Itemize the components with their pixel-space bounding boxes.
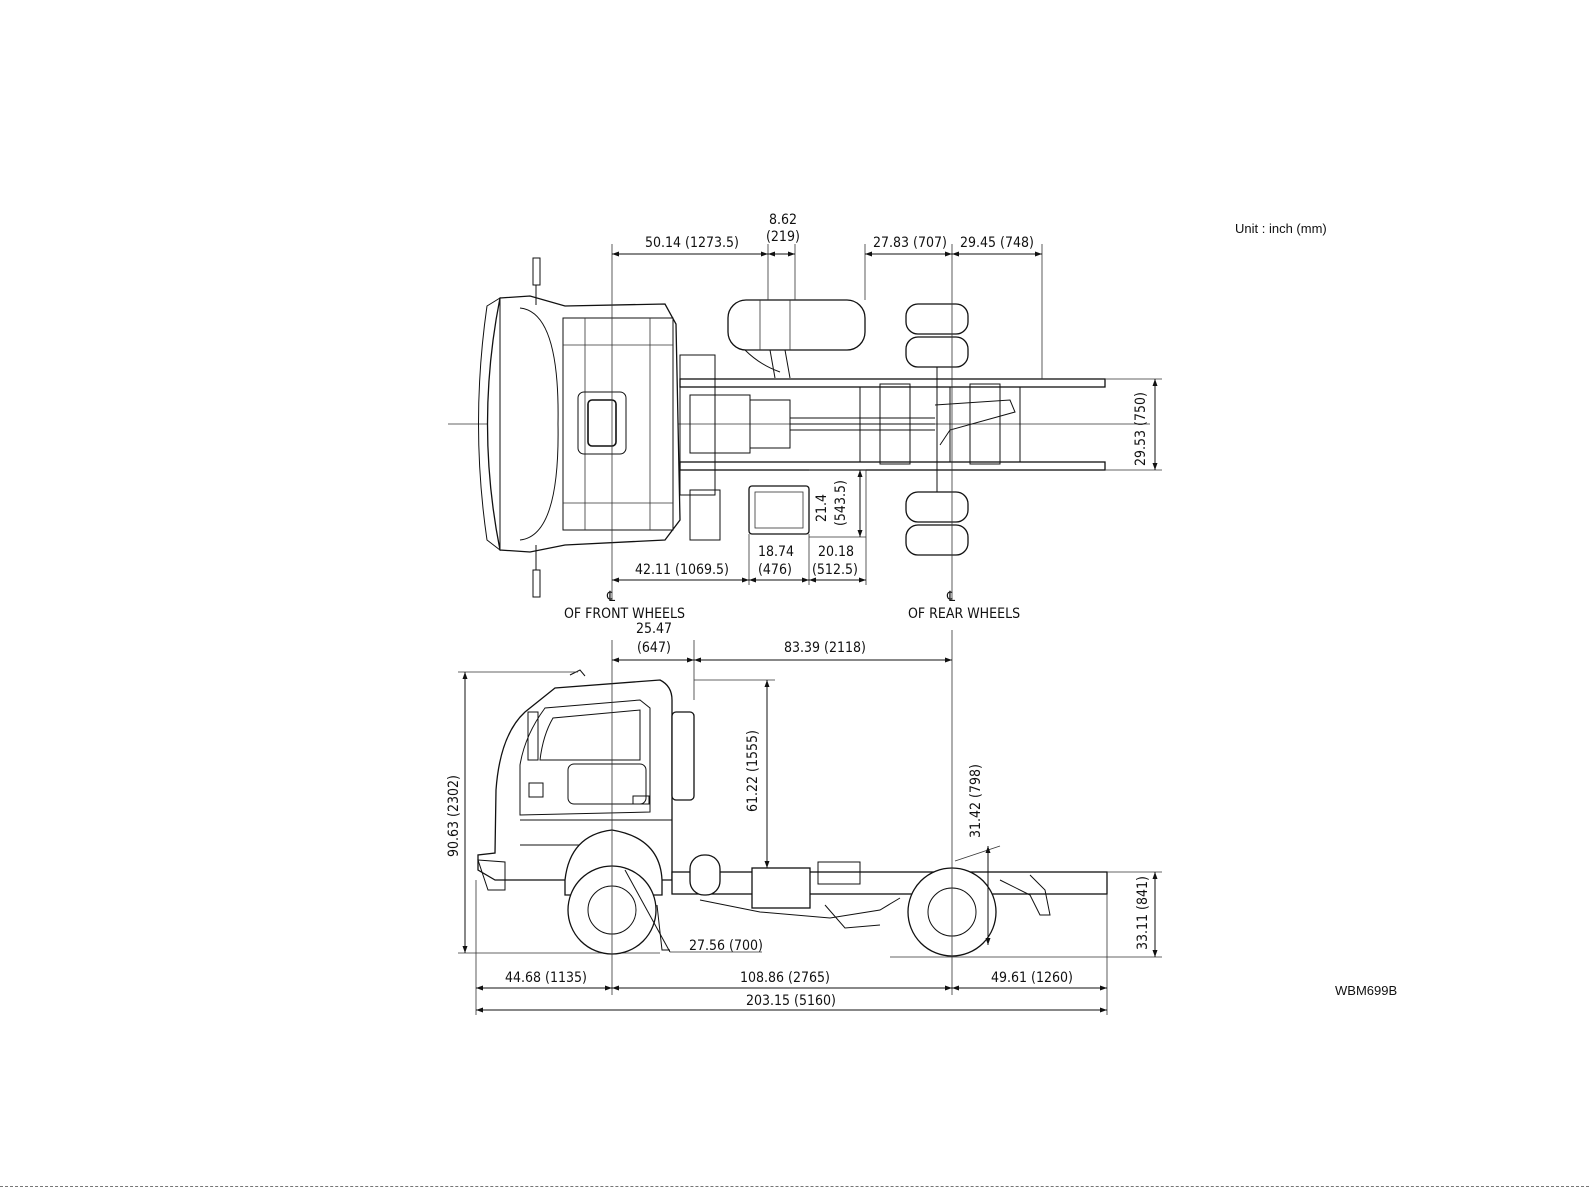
dim-rear-overhang: 49.61 (1260) (991, 970, 1073, 986)
dimension-arrowhead (694, 657, 701, 663)
dimension-arrowhead (788, 251, 795, 257)
rear-wheels-plan (879, 303, 1001, 556)
dimension-arrowhead (985, 846, 991, 853)
dimension-arrowhead (687, 657, 694, 663)
dimension-arrowhead (952, 985, 959, 991)
dimension-arrowhead (476, 1007, 483, 1013)
page-bottom-rule (0, 1186, 1589, 1187)
dim-wheelbase: 108.86 (2765) (740, 970, 830, 986)
dim-fuel-width-bottom: (219) (766, 229, 800, 245)
dimension-arrowhead (764, 861, 770, 868)
dimension-arrowhead (476, 985, 483, 991)
dimension-arrowhead (605, 985, 612, 991)
dim-battery-width-bottom: (476) (758, 562, 792, 578)
dim-front-overhang: 44.68 (1135) (505, 970, 587, 986)
dim-frame-width: 29.53 (750) (1133, 392, 1149, 466)
dim-battery-offset-bottom: (543.5) (833, 480, 849, 526)
rear-wheel-center-symbol: ℄ (946, 589, 955, 605)
dimension-arrowhead (749, 577, 756, 583)
dimension-arrowhead (945, 657, 952, 663)
cab-side (477, 669, 673, 891)
dimension-arrowhead (1100, 1007, 1107, 1013)
dimension-arrowhead (462, 672, 468, 679)
dimension-arrowhead (764, 680, 770, 687)
dimension-arrowhead (809, 577, 816, 583)
dimension-arrowhead (857, 470, 863, 477)
dimension-arrowhead (1035, 251, 1042, 257)
front-wheels-label: OF FRONT WHEELS (564, 606, 685, 622)
dimension-arrowhead (612, 251, 619, 257)
dimension-arrowhead (857, 530, 863, 537)
dim-battery-width-top: 18.74 (758, 544, 794, 560)
dimension-arrowhead (612, 577, 619, 583)
battery-box (748, 485, 810, 535)
figure-code: WBM699B (1335, 983, 1397, 998)
rear-wheels-label: OF REAR WHEELS (908, 606, 1020, 622)
plan-view: 50.14 (1273.5) 8.62 (219) 27.83 (707) 29… (448, 212, 1162, 622)
engine-plan (679, 354, 1016, 541)
dim-front-to-battery: 42.11 (1069.5) (635, 562, 729, 578)
dimension-arrows (462, 251, 1158, 1013)
unit-note: Unit : inch (mm) (1235, 221, 1327, 236)
dimension-arrowhead (952, 251, 959, 257)
muffler (671, 711, 695, 801)
dim-overall-height: 90.63 (2302) (446, 775, 462, 857)
dimension-arrowhead (768, 251, 775, 257)
dim-battery-to-tank-bottom: (512.5) (812, 562, 858, 578)
side-view: 25.47 (647) 83.39 (2118) 90.63 (2302) 61… (446, 621, 1162, 1015)
dim-overall-length: 203.15 (5160) (746, 993, 836, 1009)
dim-cab-to-rear-axle: 83.39 (2118) (784, 640, 866, 656)
dim-frame-end-left: 27.83 (707) (873, 235, 947, 251)
dimension-arrowhead (612, 985, 619, 991)
dim-cab-back-bottom: (647) (637, 640, 671, 656)
dimension-arrowhead (462, 946, 468, 953)
dimension-arrowhead (742, 577, 749, 583)
dimension-arrowhead (859, 577, 866, 583)
dim-rear-overhang-plan: 29.45 (748) (960, 235, 1034, 251)
dimension-arrowhead (802, 577, 809, 583)
dim-cab-height: 61.22 (1555) (745, 730, 761, 812)
dimension-arrowhead (945, 251, 952, 257)
dim-wheel-diameter: 27.56 (700) (689, 938, 763, 954)
dimension-arrowhead (761, 251, 768, 257)
front-wheel-center-symbol: ℄ (606, 589, 615, 605)
dimension-arrowhead (1152, 950, 1158, 957)
dimension-arrowhead (865, 251, 872, 257)
dimension-arrowhead (1152, 872, 1158, 879)
dimension-arrowhead (1152, 463, 1158, 470)
dimension-arrowhead (1152, 379, 1158, 386)
cab-plan (478, 257, 681, 598)
dim-front-to-fuel: 50.14 (1273.5) (645, 235, 739, 251)
dim-cab-back-top: 25.47 (636, 621, 672, 637)
fuel-tank (727, 299, 866, 379)
dim-rear-height: 31.42 (798) (968, 764, 984, 838)
dim-battery-to-tank-top: 20.18 (818, 544, 854, 560)
dimension-arrowhead (945, 985, 952, 991)
dim-battery-offset-top: 21.4 (814, 494, 830, 522)
frame-side (671, 854, 1108, 929)
dim-fuel-width-top: 8.62 (769, 212, 797, 228)
dimension-arrowhead (612, 657, 619, 663)
dimension-arrowhead (1100, 985, 1107, 991)
front-wheel-side (564, 829, 670, 955)
dimension-arrowhead (985, 938, 991, 945)
dim-frame-height: 33.11 (841) (1135, 876, 1151, 950)
